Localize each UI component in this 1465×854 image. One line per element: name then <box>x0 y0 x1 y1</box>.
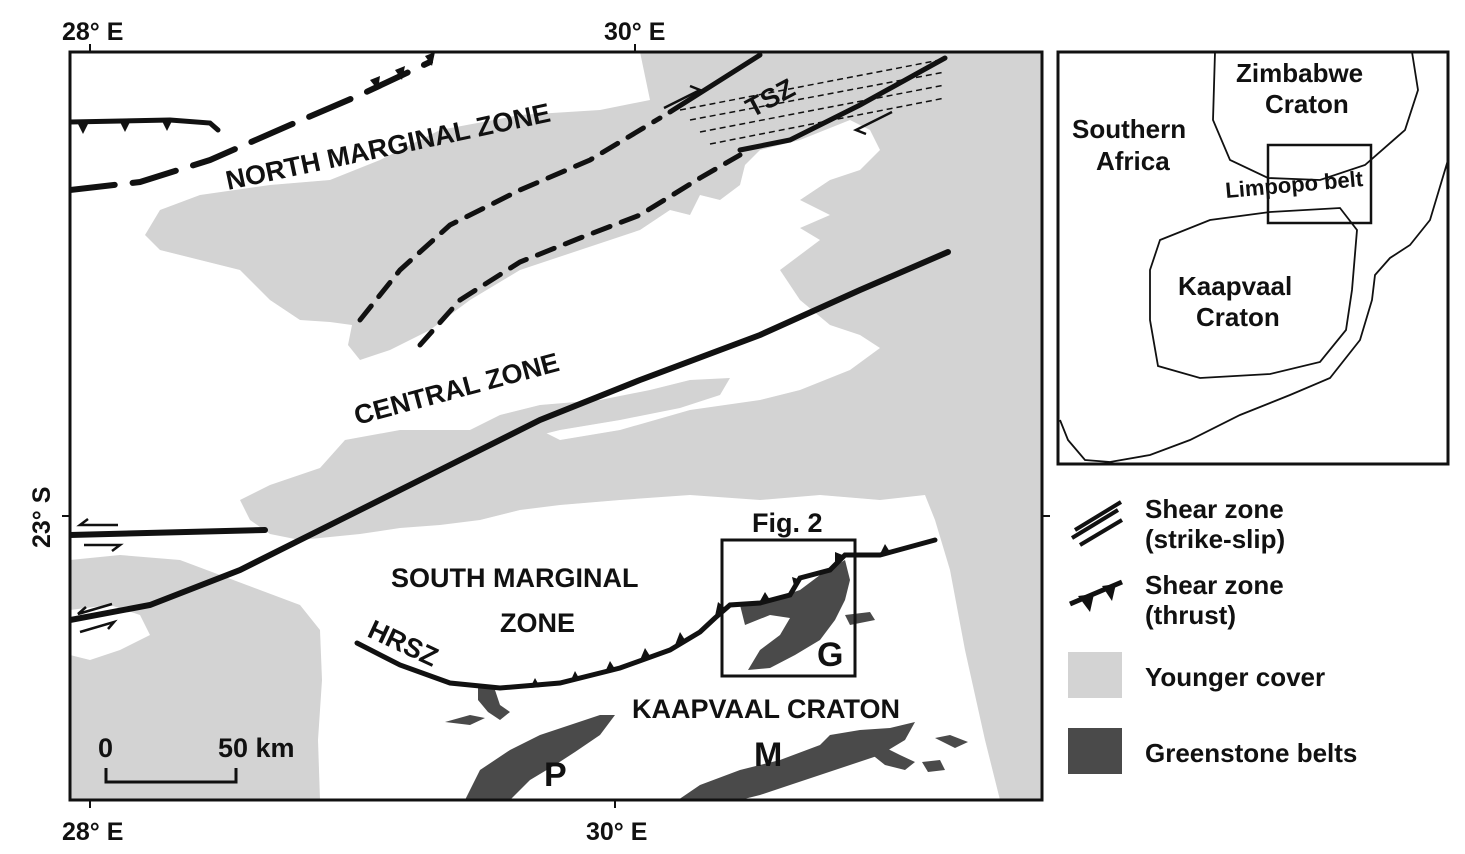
southern-africa-coast <box>1059 159 1449 463</box>
shear-sense-arrows <box>76 84 893 634</box>
thrust-shear-icon <box>1069 579 1123 612</box>
legend-thrust-line2: (thrust) <box>1145 600 1236 630</box>
west-strike-slip <box>70 527 268 538</box>
south-marginal-zone-label-1: SOUTH MARGINAL <box>391 563 638 593</box>
cover-southwest <box>70 555 322 800</box>
south-marginal-zone-label-2: ZONE <box>500 608 575 638</box>
limpopo-inset-box <box>1266 143 1373 225</box>
greenstone-m-east1 <box>935 735 968 748</box>
greenstone-g-east <box>845 612 875 625</box>
lon-label-top-left: 28° E <box>62 18 123 46</box>
lon-label-top-right: 30° E <box>604 18 665 46</box>
legend-greenstone-label: Greenstone belts <box>1145 738 1357 768</box>
belt-label-m: M <box>754 736 782 774</box>
tsz-fabric <box>679 59 946 145</box>
greenstone-p-west <box>478 685 510 720</box>
greenstone-p <box>465 715 615 800</box>
strike-slip-shear-icon <box>1070 500 1124 547</box>
greenstone-p-sliver <box>445 715 485 725</box>
younger-cover-swatch <box>1068 652 1122 698</box>
belt-label-g: G <box>817 636 843 674</box>
inset-map: Zimbabwe Craton Southern Africa Limpopo … <box>1056 50 1450 466</box>
legend-thrust-line1: Shear zone <box>1145 570 1284 600</box>
inset-kaapvaal-label-2: Craton <box>1196 302 1280 332</box>
lat-label-left: 23° S <box>28 487 56 548</box>
lon-label-bottom-left: 28° E <box>62 818 123 846</box>
greenstone-g <box>740 560 850 670</box>
younger-cover-areas <box>70 52 1042 800</box>
inset-southern-label-1: Southern <box>1072 114 1186 144</box>
central-dashed-fault-north <box>357 115 663 323</box>
greenstone-m-north <box>860 745 915 770</box>
legend-strike-slip-line1: Shear zone <box>1145 494 1284 524</box>
map-frame <box>68 50 1044 802</box>
kaapvaal-craton-outline <box>1149 207 1358 379</box>
scale-bar: 0 50 km <box>98 733 295 784</box>
thrust-teeth <box>78 52 890 688</box>
inset-kaapvaal-label-1: Kaapvaal <box>1178 271 1292 301</box>
greenstone-m-east2 <box>922 760 945 772</box>
fig2-box <box>720 538 857 678</box>
legend-strike-slip-line2: (strike-slip) <box>1145 524 1285 554</box>
inset-southern-label-2: Africa <box>1096 146 1170 176</box>
scale-zero-label: 0 <box>98 733 113 763</box>
central-main-shear <box>70 249 951 623</box>
tsz-south-boundary <box>737 55 948 153</box>
fig2-label: Fig. 2 <box>752 508 823 538</box>
shear-zones <box>70 52 951 691</box>
map-body <box>70 52 1042 800</box>
legend-cover-label: Younger cover <box>1145 662 1325 692</box>
map-ticks <box>62 44 1050 808</box>
cover-northeast <box>145 52 1042 800</box>
inset-zimbabwe-label-2: Craton <box>1265 89 1349 119</box>
tsz-north-boundary <box>667 52 763 115</box>
greenstone-m <box>678 722 915 800</box>
inset-zimbabwe-label-1: Zimbabwe <box>1236 58 1363 88</box>
kaapvaal-craton-label: KAAPVAAL CRATON <box>632 694 900 724</box>
zimbabwe-craton-outline <box>1212 51 1419 181</box>
belt-label-p: P <box>544 756 567 794</box>
legend: Shear zone (strike-slip) Shear zone (thr… <box>1068 494 1357 774</box>
central-dashed-fault-south <box>417 152 743 348</box>
greenstone-swatch <box>1068 728 1122 774</box>
lon-label-bottom-right: 30° E <box>586 818 647 846</box>
northwest-thrust <box>70 117 221 133</box>
cover-central-finger <box>470 378 730 448</box>
scale-max-label: 50 km <box>218 733 295 763</box>
north-marginal-dashed-fault <box>70 59 433 193</box>
greenstone-belts <box>445 560 968 800</box>
